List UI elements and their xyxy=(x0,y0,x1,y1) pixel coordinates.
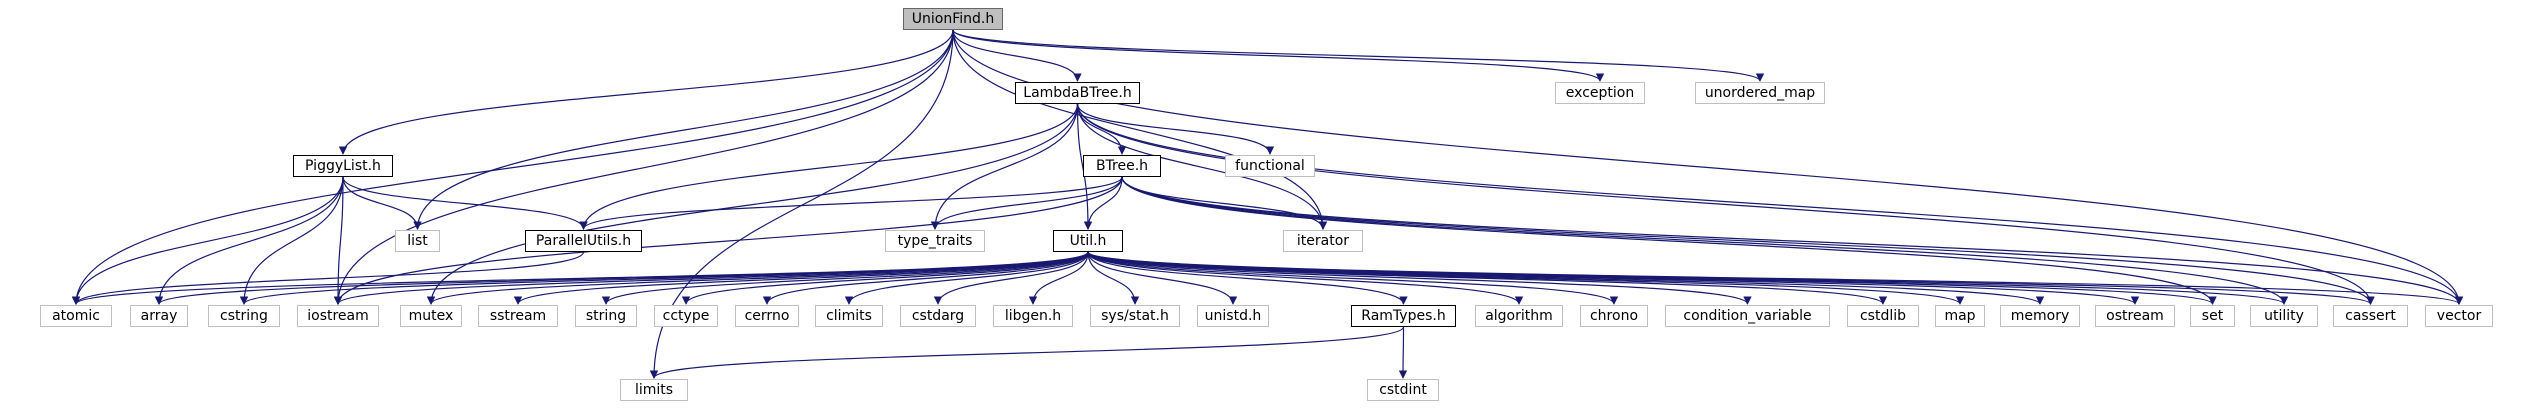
node-chrono[interactable]: chrono xyxy=(1580,305,1648,327)
edge-btree-to-iterator xyxy=(1121,176,1328,230)
node-libgen[interactable]: libgen.h xyxy=(993,305,1073,327)
edge-parallelutils-to-atomic xyxy=(71,251,585,305)
edge-btree-to-util xyxy=(1083,176,1123,230)
edge-util-to-cstdarg xyxy=(933,251,1089,305)
edge-util-to-sstream xyxy=(513,251,1089,305)
edge-btree-to-iostream xyxy=(333,176,1123,305)
edge-util-to-sysstat xyxy=(1087,251,1140,305)
node-vector[interactable]: vector xyxy=(2425,305,2493,327)
edge-unionfind-to-unordered_map xyxy=(952,29,1764,82)
node-limits[interactable]: limits xyxy=(620,379,688,401)
node-btree[interactable]: BTree.h xyxy=(1083,155,1161,177)
node-cstdint[interactable]: cstdint xyxy=(1367,379,1439,401)
node-cassert[interactable]: cassert xyxy=(2333,305,2408,327)
edge-util-to-vector xyxy=(1087,251,2463,305)
edge-util-to-libgen xyxy=(1028,251,1089,305)
edge-util-to-string xyxy=(601,251,1089,305)
edge-lambdabtree-to-vector xyxy=(1076,103,2464,305)
edge-btree-to-type_traits xyxy=(930,176,1123,230)
edge-unionfind-to-atomic xyxy=(71,29,954,305)
edge-util-to-climits xyxy=(844,251,1089,305)
edge-util-to-array xyxy=(155,251,1089,305)
edge-util-to-memory xyxy=(1087,251,2044,305)
edge-util-to-cerrno xyxy=(762,251,1089,305)
edge-lambdabtree-to-parallelutils xyxy=(579,103,1079,230)
edge-unionfind-to-list xyxy=(413,29,954,230)
node-algorithm[interactable]: algorithm xyxy=(1475,305,1563,327)
edge-btree-to-vector xyxy=(1121,176,2464,305)
node-unionfind[interactable]: UnionFind.h xyxy=(903,8,1003,30)
node-ramtypes[interactable]: RamTypes.h xyxy=(1351,305,1456,327)
edge-util-to-cctype xyxy=(681,251,1089,305)
node-sysstat[interactable]: sys/stat.h xyxy=(1090,305,1180,327)
node-exception[interactable]: exception xyxy=(1555,82,1645,104)
node-unordered-map[interactable]: unordered_map xyxy=(1695,82,1825,104)
edge-unionfind-to-iterator xyxy=(952,29,1328,230)
node-lambdabtree[interactable]: LambdaBTree.h xyxy=(1015,82,1140,104)
edge-util-to-ramtypes xyxy=(1087,251,1408,305)
node-ostream[interactable]: ostream xyxy=(2095,305,2175,327)
node-set[interactable]: set xyxy=(2190,305,2235,327)
edge-piggylist-to-atomic xyxy=(71,176,344,305)
node-sstream[interactable]: sstream xyxy=(478,305,558,327)
node-cctype[interactable]: cctype xyxy=(654,305,718,327)
edge-unionfind-to-exception xyxy=(952,29,1605,82)
node-climits[interactable]: climits xyxy=(815,305,883,327)
edge-piggylist-to-array xyxy=(154,176,344,305)
edge-btree-to-cassert xyxy=(1121,176,2375,305)
node-utility[interactable]: utility xyxy=(2250,305,2318,327)
edge-util-to-mutex xyxy=(426,251,1089,305)
node-util[interactable]: Util.h xyxy=(1053,230,1123,252)
node-type-traits[interactable]: type_traits xyxy=(885,230,985,252)
edge-piggylist-to-iostream xyxy=(333,176,344,305)
edge-piggylist-to-list xyxy=(342,176,422,230)
node-map[interactable]: map xyxy=(1935,305,1985,327)
edge-piggylist-to-parallelutils xyxy=(342,176,588,230)
node-piggylist[interactable]: PiggyList.h xyxy=(293,155,393,177)
edge-unionfind-to-lambdabtree xyxy=(952,29,1082,82)
edge-lambdabtree-to-type_traits xyxy=(930,103,1079,230)
edge-util-to-chrono xyxy=(1087,251,1619,305)
node-functional[interactable]: functional xyxy=(1225,155,1315,177)
node-iterator[interactable]: iterator xyxy=(1283,230,1363,252)
node-unistd[interactable]: unistd.h xyxy=(1197,305,1269,327)
edge-lambdabtree-to-iterator xyxy=(1076,103,1328,230)
edge-unionfind-to-piggylist xyxy=(338,29,954,155)
node-list[interactable]: list xyxy=(395,230,440,252)
node-mutex[interactable]: mutex xyxy=(400,305,462,327)
node-cstring[interactable]: cstring xyxy=(208,305,280,327)
edge-btree-to-set xyxy=(1121,176,2217,305)
edge-lambdabtree-to-util xyxy=(1076,103,1093,230)
edge-util-to-iostream xyxy=(333,251,1089,305)
node-cstdarg[interactable]: cstdarg xyxy=(900,305,976,327)
node-atomic[interactable]: atomic xyxy=(40,305,112,327)
node-array[interactable]: array xyxy=(130,305,188,327)
node-cerrno[interactable]: cerrno xyxy=(735,305,799,327)
edge-util-to-unistd xyxy=(1087,251,1238,305)
edge-btree-to-parallelutils xyxy=(579,176,1123,230)
edge-lambdabtree-to-btree xyxy=(1076,103,1127,155)
edge-util-to-cstring xyxy=(240,251,1089,305)
node-condition-variable[interactable]: condition_variable xyxy=(1665,305,1830,327)
edge-util-to-condition_variable xyxy=(1087,251,1752,305)
edge-unionfind-to-iostream xyxy=(333,29,954,305)
edge-unionfind-to-vector xyxy=(952,29,2464,305)
edge-piggylist-to-cstring xyxy=(239,176,344,305)
edge-ramtypes-to-limits xyxy=(649,326,1405,379)
edge-lambdabtree-to-cassert xyxy=(1076,103,2375,305)
edge-util-to-algorithm xyxy=(1087,251,1524,305)
node-memory[interactable]: memory xyxy=(2000,305,2080,327)
node-cstdlib[interactable]: cstdlib xyxy=(1847,305,1919,327)
node-iostream[interactable]: iostream xyxy=(297,305,379,327)
edges-layer xyxy=(71,29,2464,379)
edge-ramtypes-to-cstdint xyxy=(1398,326,1408,379)
node-string[interactable]: string xyxy=(575,305,637,327)
node-parallelutils[interactable]: ParallelUtils.h xyxy=(525,230,642,252)
edge-lambdabtree-to-functional xyxy=(1076,103,1275,155)
edge-btree-to-utility xyxy=(1121,176,2289,305)
